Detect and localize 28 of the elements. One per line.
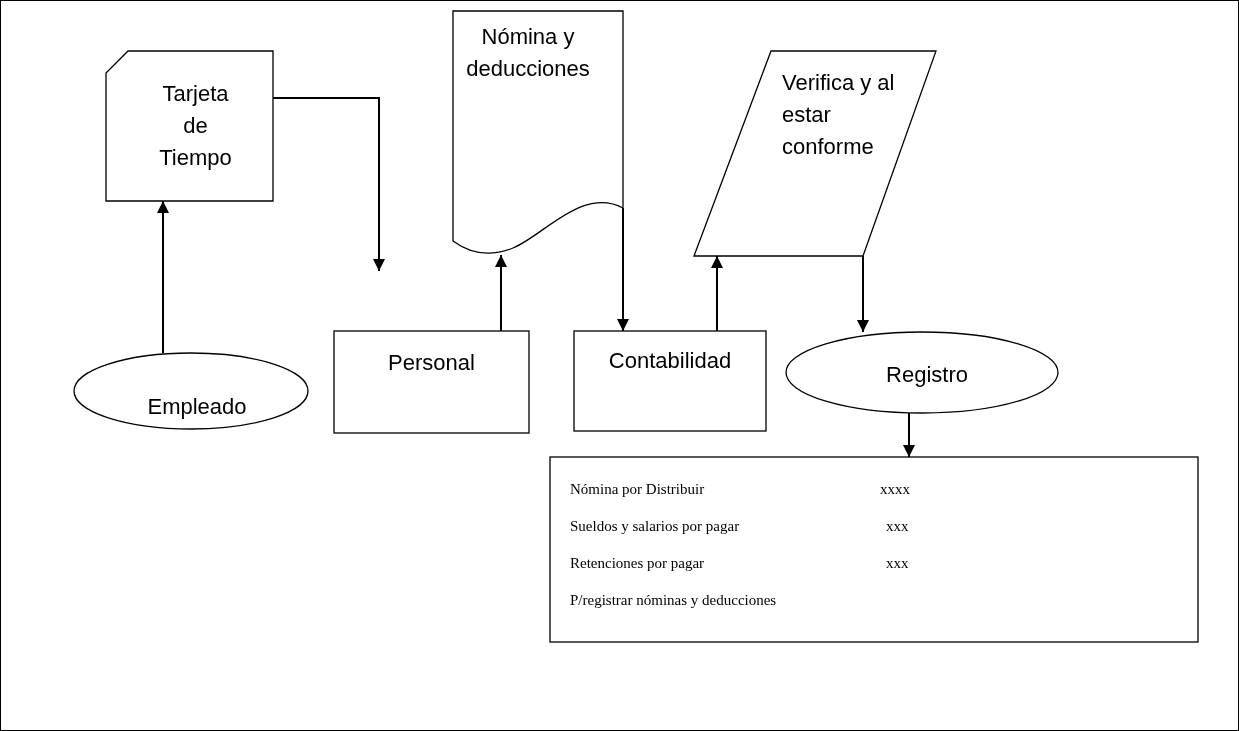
node-label: Verifica y al estar conforme: [782, 69, 896, 161]
arrow: [495, 254, 507, 332]
arrow: [157, 200, 169, 354]
arrow: [903, 412, 915, 458]
input-parallelogram: [694, 51, 936, 256]
arrow: [857, 255, 869, 333]
node-label: Empleado: [147, 393, 247, 422]
amount-text: xxx: [885, 555, 910, 572]
amount-text: xxxx: [880, 481, 910, 498]
process-box: [334, 331, 529, 433]
amount-text: xxx: [885, 518, 910, 535]
punch-card-shape: [106, 51, 273, 201]
terminal-ellipse: [786, 332, 1058, 413]
node-label: Personal: [388, 349, 475, 377]
arrow: [617, 207, 629, 332]
node-label: Contabilidad: [608, 347, 732, 375]
document-shape: [453, 11, 623, 256]
terminal-ellipse: [74, 353, 308, 429]
node-label: Nómina y deducciones: [465, 23, 591, 83]
arrow: [711, 255, 723, 332]
account-text: P/registrar nóminas y deducciones: [570, 592, 778, 609]
account-text: Nómina por Distribuir: [570, 481, 706, 498]
account-text: Sueldos y salarios por pagar: [570, 518, 741, 535]
account-text: Retenciones por pagar: [570, 555, 706, 572]
node-label: Tarjeta de Tiempo: [158, 80, 233, 172]
process-box: [574, 331, 766, 431]
journal-entry-box: [550, 457, 1198, 642]
node-label: Registro: [886, 360, 968, 389]
